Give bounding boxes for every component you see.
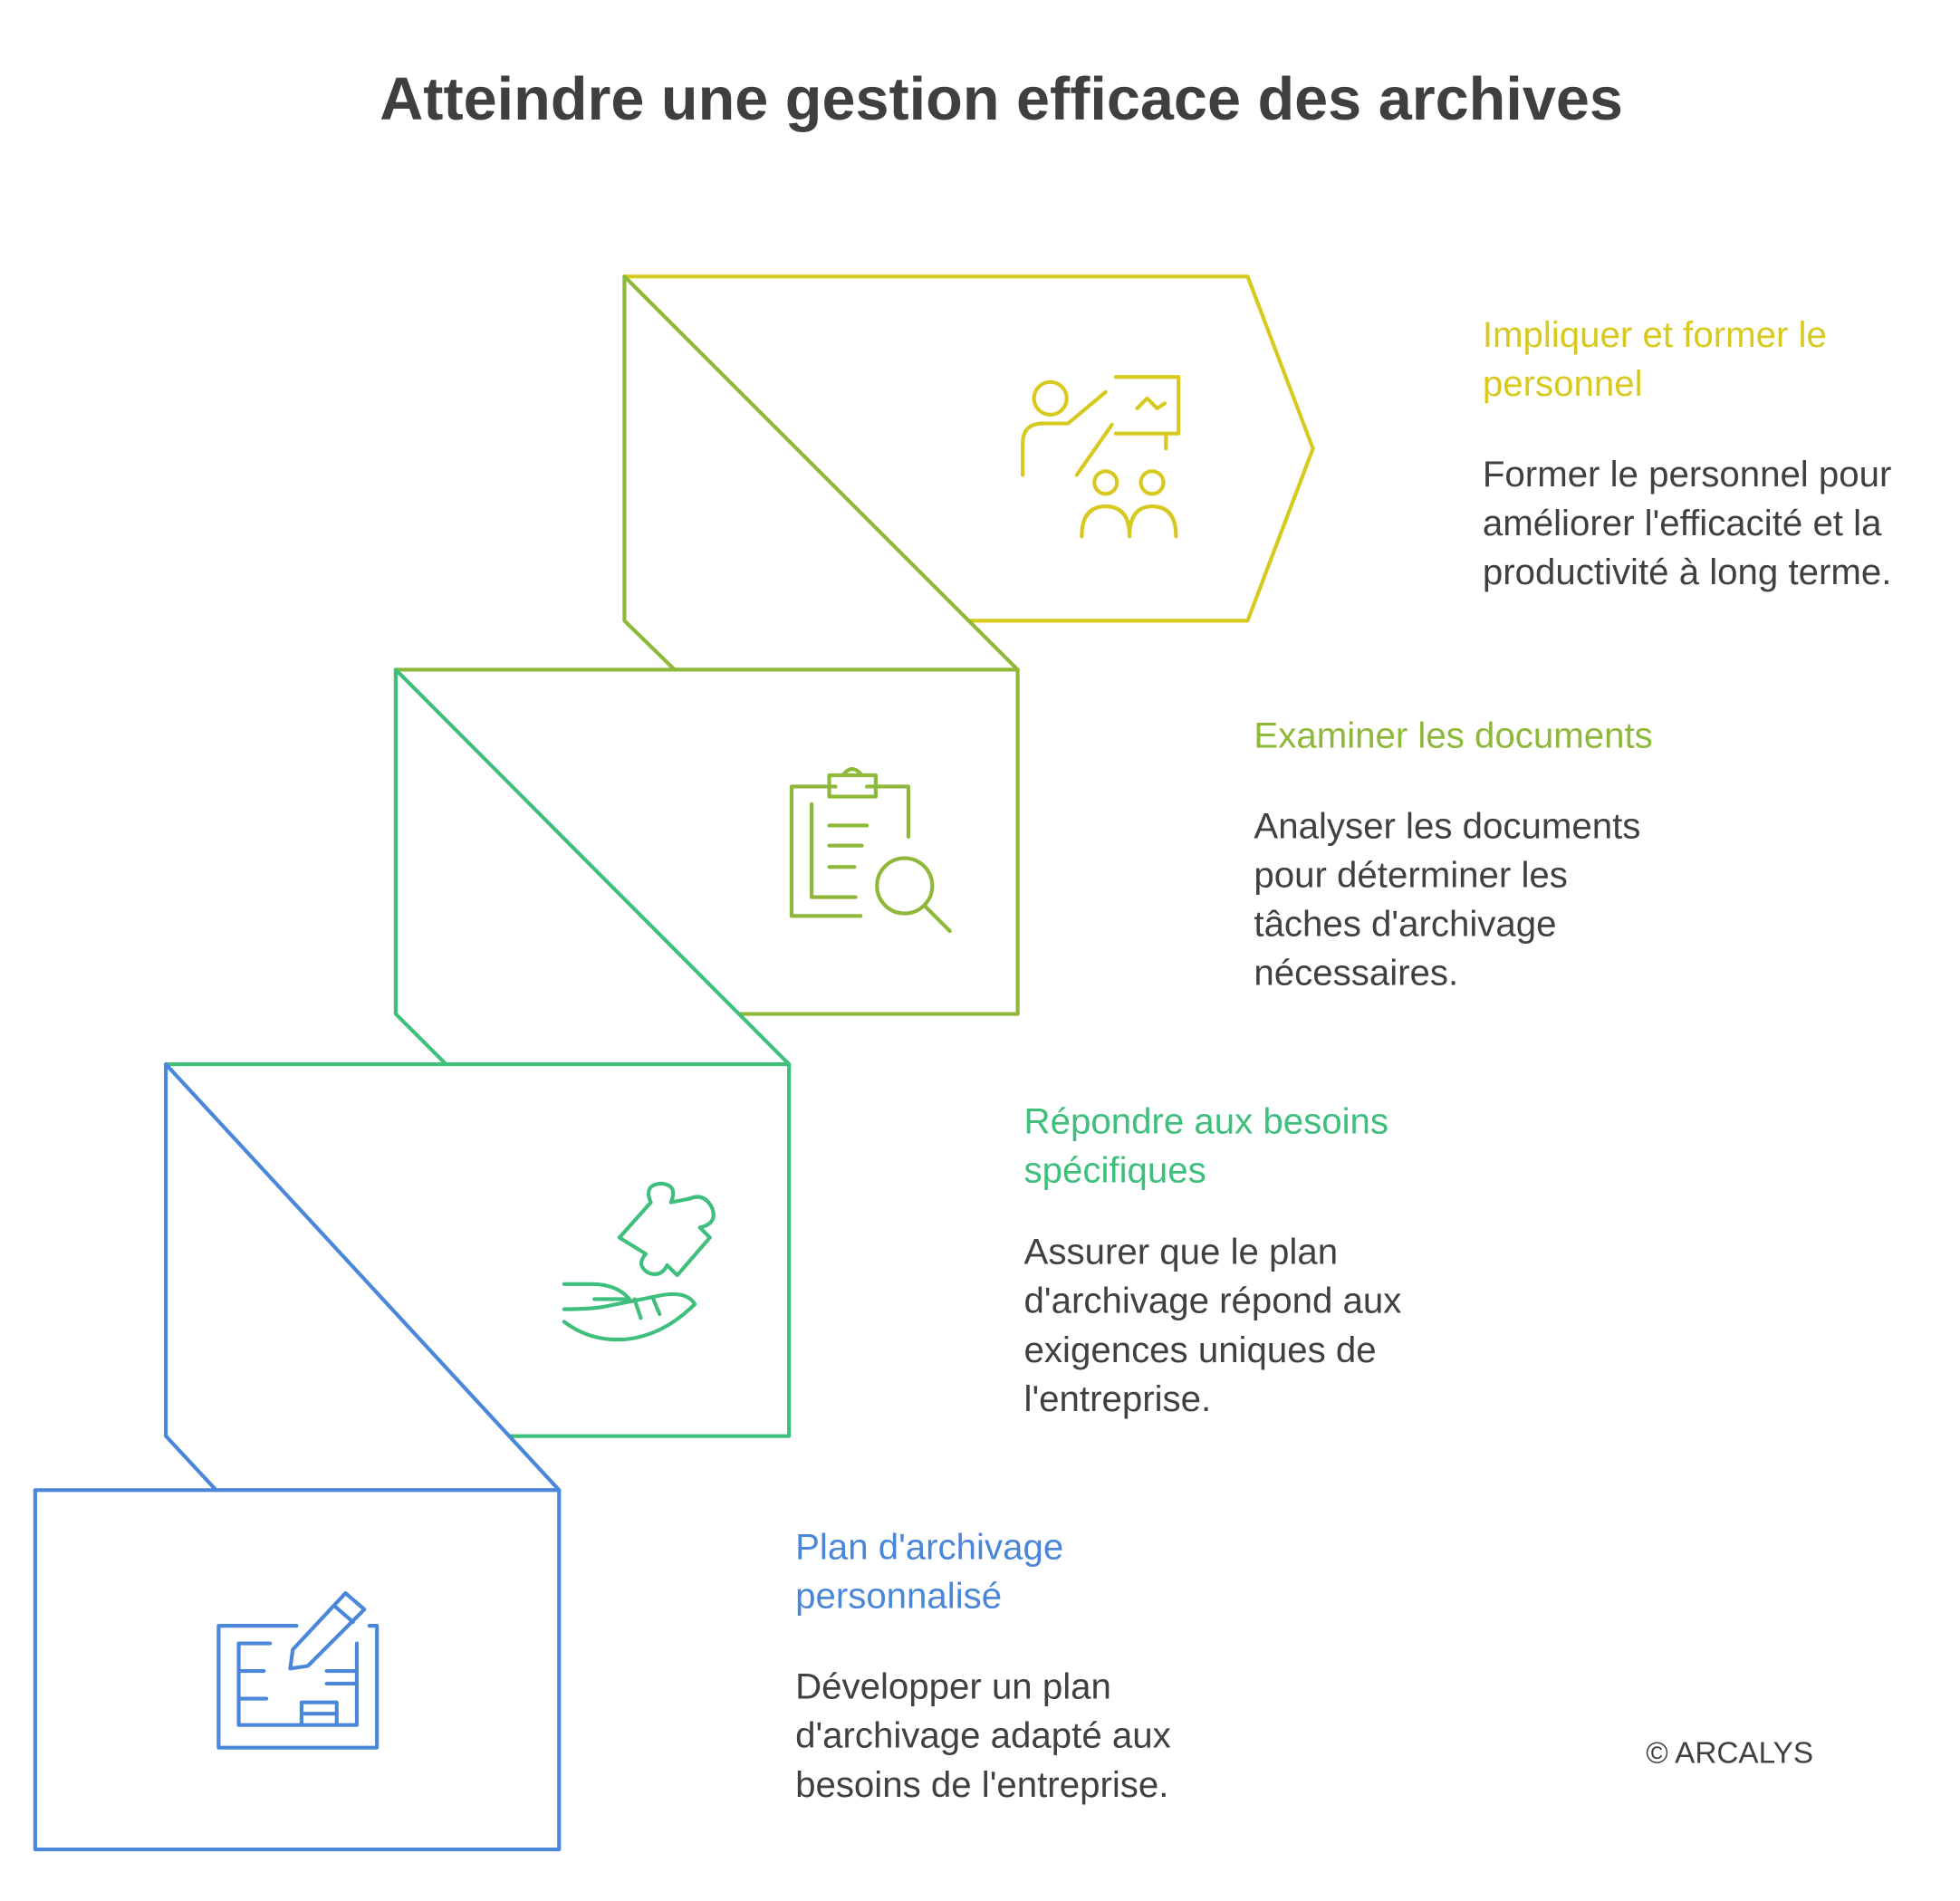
copyright: © ARCALYS: [1646, 1736, 1813, 1770]
hand-puzzle-icon: [562, 1181, 716, 1342]
page-title: Atteindre une gestion efficace des archi…: [380, 66, 1623, 133]
step-2-heading: Examiner les documents: [1254, 715, 1652, 755]
presentation-training-icon: [1021, 375, 1181, 539]
clipboard-search-icon: [789, 766, 952, 934]
blueprint-pencil-icon: [216, 1590, 380, 1750]
step-4-shape: [33, 1488, 562, 1852]
step-2-text: Examiner les documents Analyser les docu…: [1254, 715, 1652, 993]
